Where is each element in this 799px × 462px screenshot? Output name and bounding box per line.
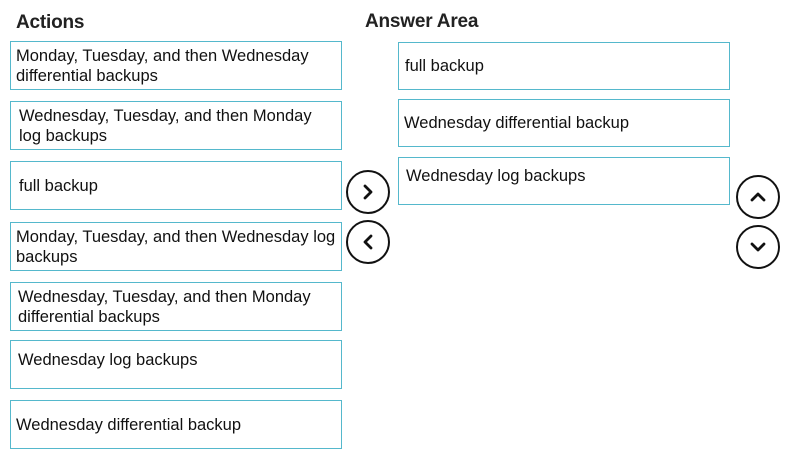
answer-item-label: Wednesday differential backup [404, 114, 630, 132]
action-item-monday-tuesday-wednesday-log[interactable]: Monday, Tuesday, and then Wednesday log … [10, 222, 342, 271]
action-item-full-backup[interactable]: full backup [10, 161, 342, 210]
action-item-wednesday-tuesday-monday-log[interactable]: Wednesday, Tuesday, and then Monday log … [10, 101, 342, 150]
action-item-label: Monday, Tuesday, and then Wednesday log … [16, 227, 336, 266]
action-item-wednesday-log[interactable]: Wednesday log backups [10, 340, 342, 389]
chevron-right-icon [359, 183, 377, 201]
action-item-wednesday-tuesday-monday-differential[interactable]: Wednesday, Tuesday, and then Monday diff… [10, 282, 342, 331]
answer-item-label: Wednesday log backups [406, 167, 586, 185]
action-item-label: Wednesday differential backup [16, 415, 242, 434]
chevron-down-icon [749, 238, 767, 256]
action-item-label: Wednesday log backups [18, 351, 198, 369]
chevron-up-icon [749, 188, 767, 206]
action-item-monday-tuesday-wednesday-differential[interactable]: Monday, Tuesday, and then Wednesday diff… [10, 41, 342, 90]
answer-item-wednesday-log[interactable]: Wednesday log backups [398, 157, 730, 205]
move-right-button[interactable] [346, 170, 390, 214]
answer-area-heading: Answer Area [365, 11, 479, 32]
action-item-wednesday-differential[interactable]: Wednesday differential backup [10, 400, 342, 449]
answer-item-full-backup[interactable]: full backup [398, 42, 730, 90]
action-item-label: Wednesday, Tuesday, and then Monday diff… [18, 287, 311, 326]
chevron-left-icon [359, 233, 377, 251]
action-item-label: Wednesday, Tuesday, and then Monday log … [19, 106, 312, 145]
answer-item-label: full backup [405, 57, 484, 75]
action-item-label: Monday, Tuesday, and then Wednesday diff… [16, 46, 309, 85]
move-up-button[interactable] [736, 175, 780, 219]
answer-item-wednesday-differential[interactable]: Wednesday differential backup [398, 99, 730, 147]
move-down-button[interactable] [736, 225, 780, 269]
actions-heading: Actions [16, 12, 85, 33]
action-item-label: full backup [19, 176, 98, 195]
move-left-button[interactable] [346, 220, 390, 264]
